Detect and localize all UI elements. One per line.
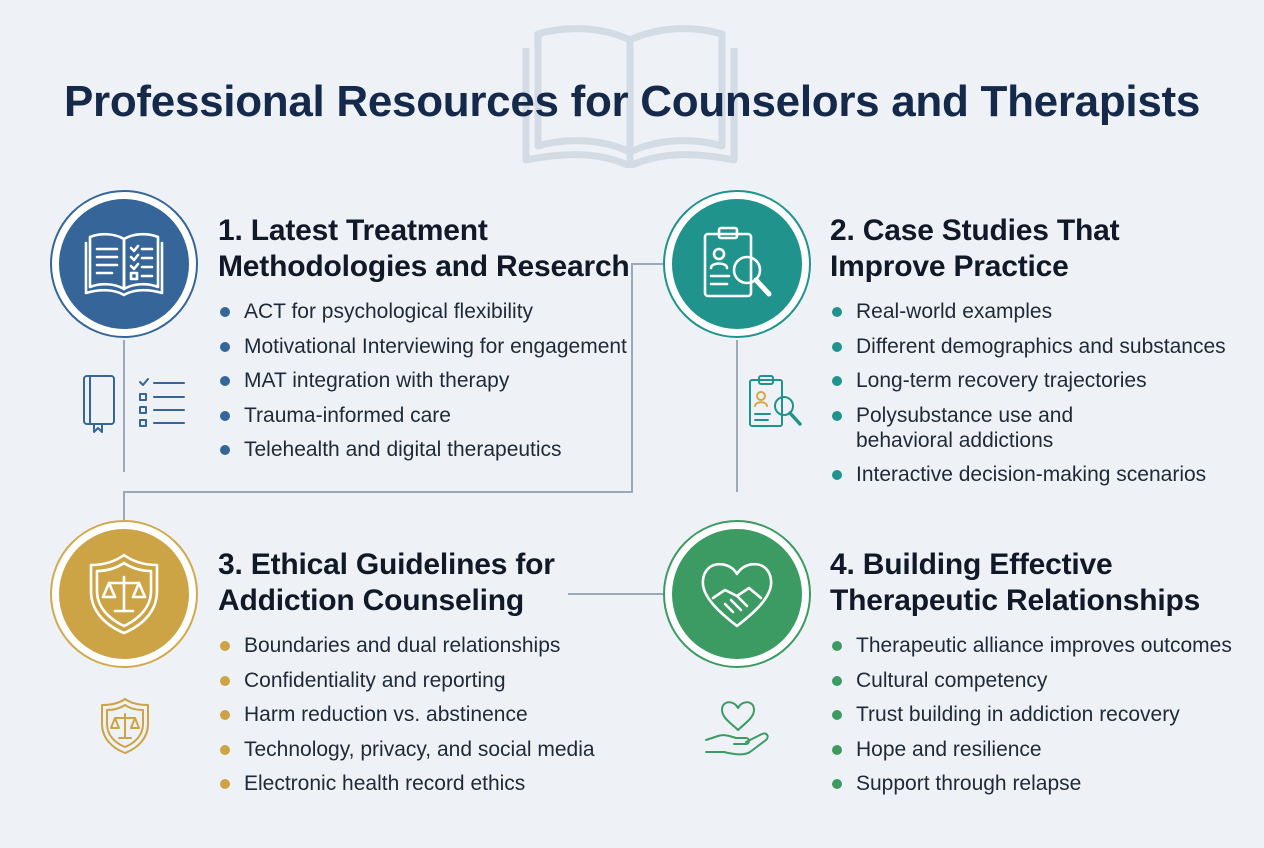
list-item-text: Therapeutic alliance improves outcomes	[856, 634, 1232, 657]
list-item-text: Polysubstance use and behavioral addicti…	[856, 403, 1074, 452]
section-therapeutic-relationships: 4. Building Effective Therapeutic Relati…	[830, 547, 1250, 806]
section-4-list: Therapeutic alliance improves outcomes C…	[830, 633, 1250, 796]
list-item: Motivational Interviewing for engagement	[218, 334, 638, 359]
section-case-studies: 2. Case Studies That Improve Practice Re…	[830, 213, 1250, 497]
list-item: Interactive decision-making scenarios	[830, 462, 1250, 487]
section-1-heading: 1. Latest Treatment Methodologies and Re…	[218, 213, 638, 285]
shield-scales-small-icon	[101, 698, 149, 754]
clipboard-magnifier-icon	[703, 226, 772, 298]
background-book-icon	[522, 25, 738, 168]
section-ethical-guidelines: 3. Ethical Guidelines for Addiction Coun…	[218, 547, 638, 806]
list-item: Polysubstance use and behavioral addicti…	[830, 403, 1170, 453]
list-item: Electronic health record ethics	[218, 771, 638, 796]
section-1-list: ACT for psychological flexibility Motiva…	[218, 299, 638, 462]
list-item: Telehealth and digital therapeutics	[218, 437, 638, 462]
list-item: ACT for psychological flexibility	[218, 299, 638, 324]
section-4-badge	[663, 520, 811, 668]
section-2-list: Real-world examples Different demographi…	[830, 299, 1250, 487]
section-3-heading-line2: Addiction Counseling	[218, 584, 524, 617]
list-item: Long-term recovery trajectories	[830, 368, 1250, 393]
list-item: Harm reduction vs. abstinence	[218, 702, 638, 727]
bullet-dot	[220, 675, 230, 686]
section-treatment-methodologies: 1. Latest Treatment Methodologies and Re…	[218, 213, 638, 472]
bullet-dot	[832, 307, 842, 317]
shield-scales-icon	[89, 553, 159, 635]
bullet-dot	[220, 445, 230, 455]
book-checklist-icon	[83, 375, 185, 433]
list-item-text: Real-world examples	[856, 300, 1053, 323]
list-item-text: Harm reduction vs. abstinence	[244, 703, 528, 726]
hand-heart-icon	[705, 701, 769, 756]
list-item-text: Electronic health record ethics	[244, 772, 526, 795]
list-item: Cultural competency	[830, 668, 1250, 693]
section-2-heading-line2: Improve Practice	[830, 250, 1069, 283]
list-item-text: Technology, privacy, and social media	[244, 737, 595, 761]
bullet-dot	[832, 675, 842, 686]
list-item-text: Motivational Interviewing for engagement	[244, 334, 627, 358]
bullet-dot	[832, 744, 842, 755]
list-item: Trust building in addiction recovery	[830, 702, 1250, 727]
section-3-heading-line1: 3. Ethical Guidelines for	[218, 548, 555, 581]
bullet-dot	[220, 410, 230, 421]
list-item: Technology, privacy, and social media	[218, 737, 638, 762]
bullet-dot	[220, 641, 230, 651]
section-1-badge	[50, 190, 198, 338]
page-title: Professional Resources for Counselors an…	[63, 77, 1201, 126]
list-item: Boundaries and dual relationships	[218, 633, 638, 658]
bullet-dot	[220, 341, 230, 352]
section-3-list: Boundaries and dual relationships Confid…	[218, 633, 638, 796]
list-item: Hope and resilience	[830, 737, 1250, 762]
clipboard-magnifier-small-icon	[749, 375, 802, 427]
list-item: MAT integration with therapy	[218, 368, 638, 393]
list-item: Confidentiality and reporting	[218, 668, 638, 693]
bullet-dot	[220, 307, 230, 317]
bullet-dot	[220, 376, 230, 386]
list-item-text: Long-term recovery trajectories	[856, 369, 1147, 392]
list-item-text: Hope and resilience	[856, 737, 1042, 761]
list-item-text: MAT integration with therapy	[244, 369, 510, 392]
heart-handshake-icon	[701, 562, 773, 628]
list-item-text: Support through relapse	[856, 772, 1082, 795]
section-3-heading: 3. Ethical Guidelines for Addiction Coun…	[218, 547, 638, 619]
bullet-dot	[220, 744, 230, 755]
bullet-dot	[220, 710, 230, 720]
section-4-heading-line1: 4. Building Effective	[830, 548, 1113, 581]
section-2-badge	[663, 190, 811, 338]
bullet-dot	[832, 641, 842, 651]
open-book-checklist-icon	[84, 232, 164, 297]
bullet-dot	[220, 779, 230, 789]
section-4-heading-line2: Therapeutic Relationships	[830, 584, 1201, 617]
bullet-dot	[832, 779, 842, 789]
list-item-text: Interactive decision-making scenarios	[856, 463, 1207, 486]
list-item-text: Cultural competency	[856, 668, 1048, 692]
section-2-heading: 2. Case Studies That Improve Practice	[830, 213, 1250, 285]
bullet-dot	[832, 341, 842, 352]
list-item-text: Trust building in addiction recovery	[856, 703, 1180, 726]
list-item-text: Trauma-informed care	[244, 403, 451, 427]
section-3-badge	[50, 520, 198, 668]
list-item: Therapeutic alliance improves outcomes	[830, 633, 1250, 658]
bullet-dot	[832, 470, 842, 480]
bullet-dot	[832, 410, 842, 421]
list-item: Different demographics and substances	[830, 334, 1250, 359]
list-item-text: Different demographics and substances	[856, 334, 1226, 358]
bullet-dot	[832, 710, 842, 720]
bullet-dot	[832, 376, 842, 386]
list-item-text: Boundaries and dual relationships	[244, 634, 561, 657]
list-item: Trauma-informed care	[218, 403, 638, 428]
list-item: Support through relapse	[830, 771, 1250, 796]
section-2-heading-line1: 2. Case Studies That	[830, 214, 1120, 247]
list-item-text: ACT for psychological flexibility	[244, 300, 534, 323]
list-item: Real-world examples	[830, 299, 1250, 324]
section-1-heading-line2: Methodologies and Research	[218, 250, 630, 283]
section-1-heading-line1: 1. Latest Treatment	[218, 214, 488, 247]
list-item-text: Telehealth and digital therapeutics	[244, 438, 562, 461]
list-item-text: Confidentiality and reporting	[244, 668, 506, 692]
section-4-heading: 4. Building Effective Therapeutic Relati…	[830, 547, 1250, 619]
